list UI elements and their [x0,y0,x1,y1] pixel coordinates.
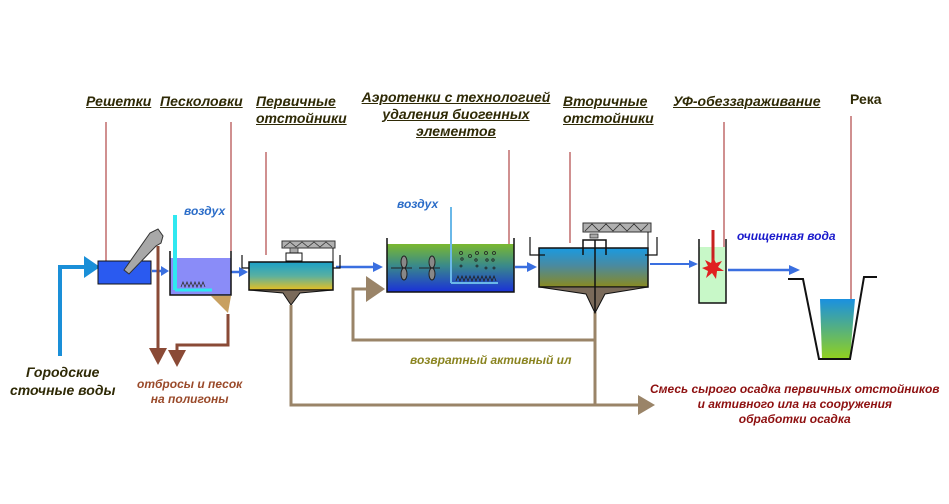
aeration-tank-unit [386,207,515,293]
label-secondary-line2: отстойники [563,110,654,126]
label-uv-disinfection: УФ-обеззараживание [673,93,821,109]
note-waste-line1: отбросы и песок [137,377,243,391]
note-waste-line2: на полигоны [150,392,229,406]
note-inflow: Городские сточные воды [10,363,115,399]
note-inflow-line2: сточные воды [10,382,116,398]
label-aeration-line1: Аэротенки с технологией [361,89,551,105]
mixer-icon [391,255,440,281]
note-sludge-mix: Смесь сырого осадка первичных отстойнико… [650,382,940,427]
label-secondary-line1: Вторичные [563,93,648,109]
screens-unit [97,228,164,285]
note-sludge-line1: Смесь сырого осадка первичных отстойнико… [650,382,940,396]
river-unit [788,276,877,360]
sludge-lines [289,276,655,415]
air-bubbles [459,251,496,270]
note-inflow-line1: Городские [26,364,100,380]
label-primary-line1: Первичные [256,93,336,109]
waste-lines [149,246,230,367]
primary-clarifier-unit [241,240,341,306]
note-treated-water: очищенная вода [737,229,836,243]
note-sludge-line3: обработки осадка [738,412,851,426]
leader-lines [105,116,852,322]
label-aeration-tanks: Аэротенки с технологией удаления биогенн… [356,89,556,140]
label-aeration-line2: удаления биогенных [382,106,530,122]
label-primary-clarifiers: Первичные отстойники [256,93,347,127]
inflow-arrow [58,256,100,356]
label-secondary-clarifiers: Вторичные отстойники [563,93,654,127]
secondary-clarifier-unit [529,222,658,315]
note-return-sludge: возвратный активный ил [410,353,572,367]
label-river: Река [850,91,882,107]
label-primary-line2: отстойники [256,110,347,126]
uv-disinfection-unit [698,230,727,304]
label-aeration-line3: элементов [416,123,496,139]
note-waste-sand: отбросы и песок на полигоны [137,377,242,407]
sand-trap-unit [169,215,232,313]
note-air-sand-trap: воздух [184,204,226,218]
flow-arrows [152,260,800,277]
note-air-aeration: воздух [397,197,439,211]
label-sand-traps: Песколовки [160,93,243,109]
uv-burst-icon [702,257,724,279]
label-screens: Решетки [86,93,152,109]
note-sludge-line2: и активного ила на сооружения [697,397,892,411]
